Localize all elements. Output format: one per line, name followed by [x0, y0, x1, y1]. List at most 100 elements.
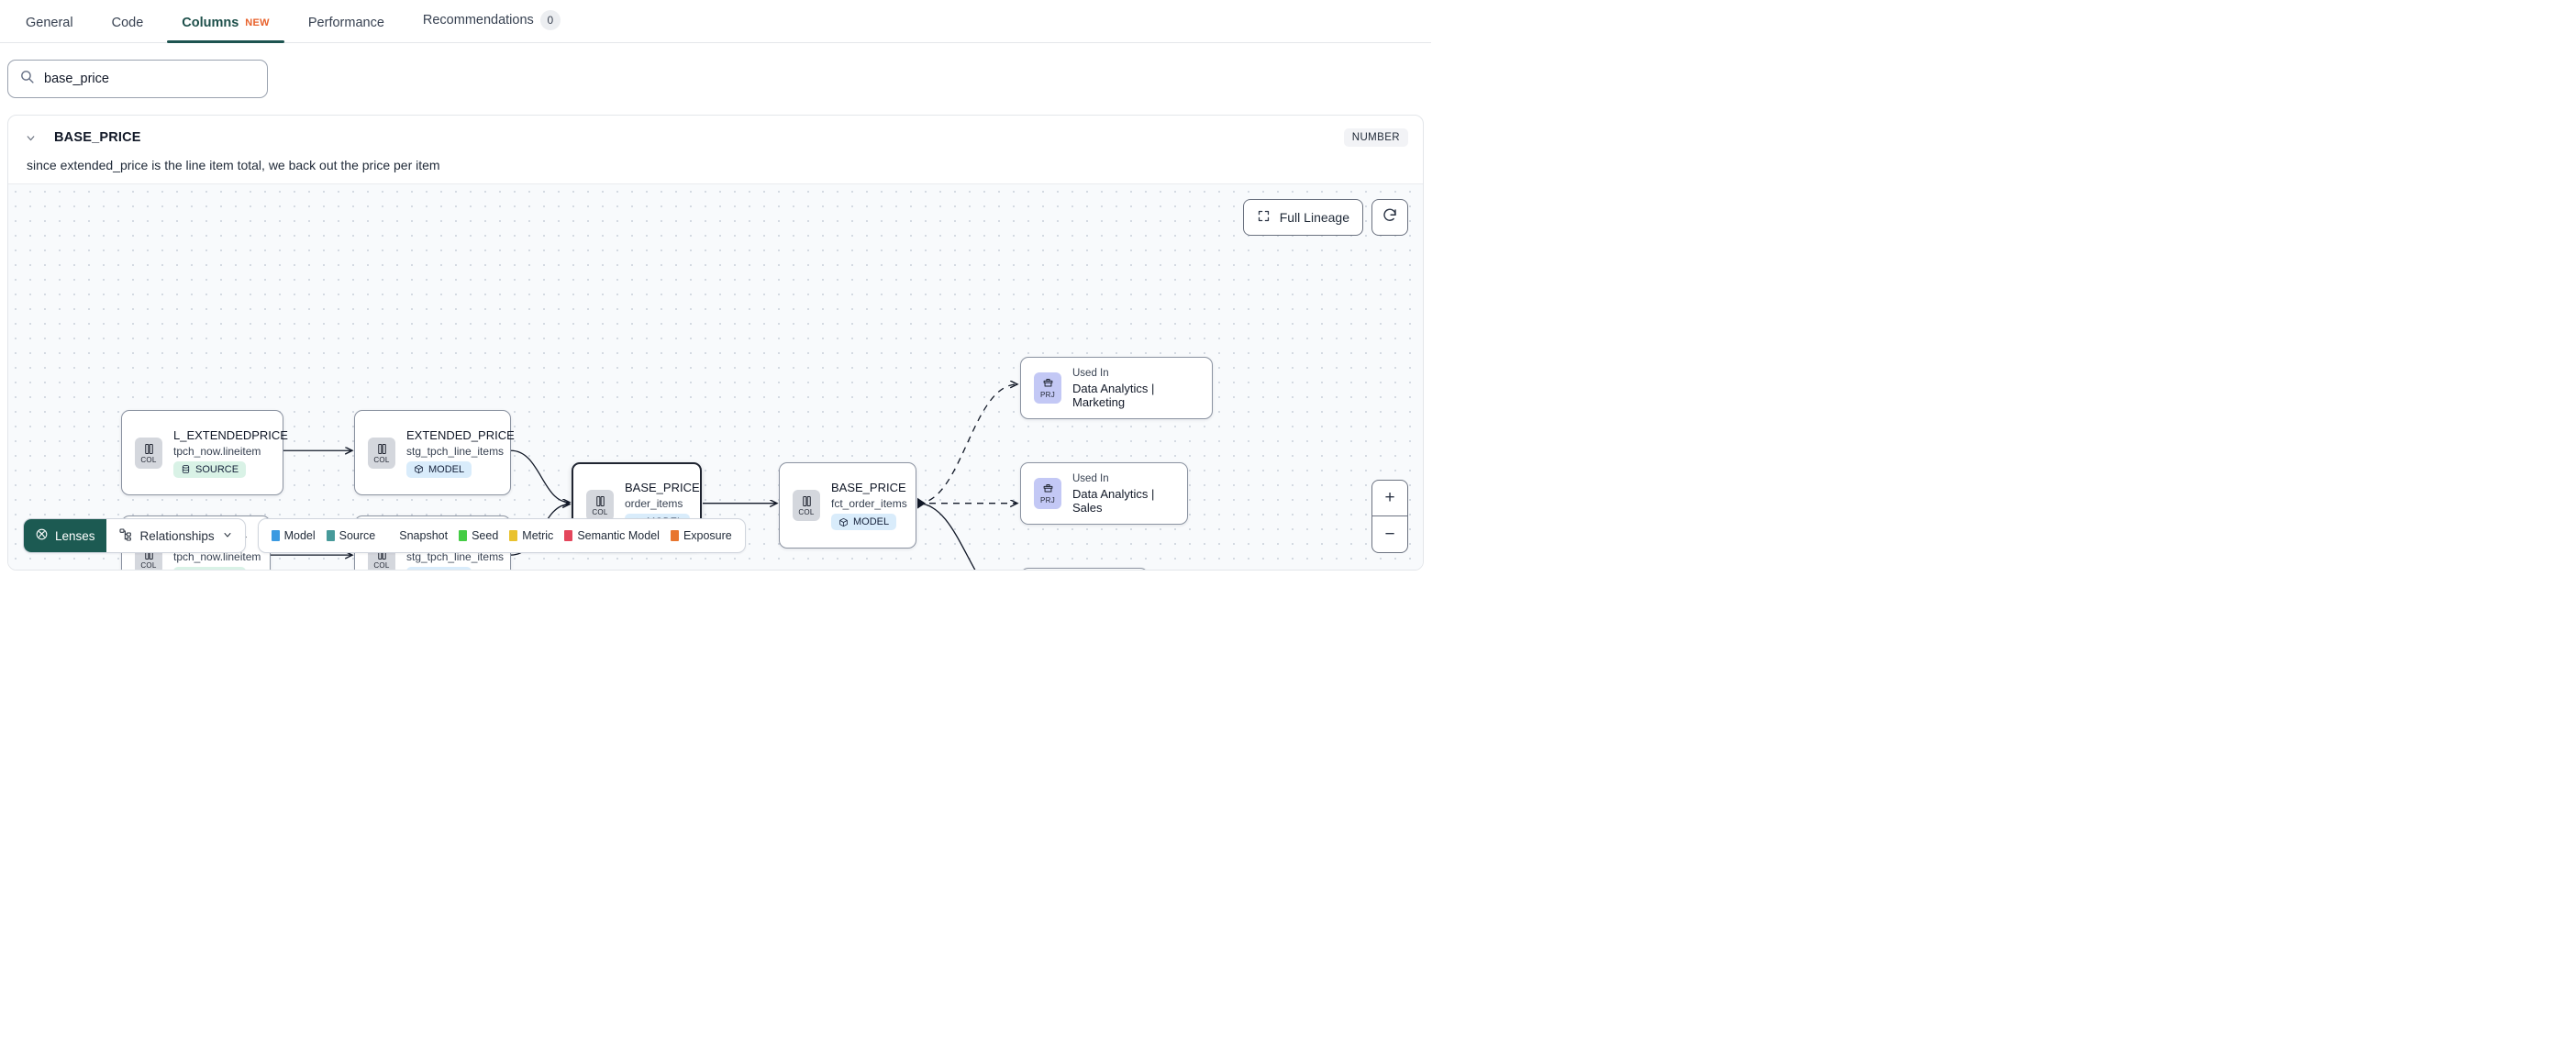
- relationships-label: Relationships: [139, 528, 215, 543]
- lenses-label: Lenses: [55, 528, 95, 543]
- lineage-node-l-extendedprice[interactable]: COL L_EXTENDEDPRICE tpch_now.lineitem SO…: [121, 410, 288, 495]
- column-header: BASE_PRICE NUMBER: [8, 116, 1423, 147]
- node-pill: SOURCE: [173, 566, 247, 571]
- icon-label: COL: [140, 455, 157, 464]
- node-pill-label: SOURCE: [195, 570, 239, 571]
- refresh-button[interactable]: [1371, 199, 1408, 236]
- project-icon: PRJ: [1034, 372, 1061, 404]
- lineage-legend: Model Source Snapshot Seed Metric: [257, 518, 746, 553]
- node-pill-label: MODEL: [428, 463, 465, 475]
- legend-item-seed: Seed: [459, 529, 498, 542]
- column-icon: COL: [586, 490, 614, 521]
- lineage-canvas[interactable]: COL L_EXTENDEDPRICE tpch_now.lineitem SO…: [8, 183, 1423, 570]
- legend-label: Seed: [472, 529, 499, 542]
- column-type-badge: NUMBER: [1343, 128, 1408, 147]
- recommendations-count-badge: 0: [539, 10, 561, 30]
- search-input[interactable]: base_price: [7, 60, 268, 98]
- edge-n6-n7: [916, 384, 1017, 504]
- zoom-controls: + −: [1371, 480, 1408, 553]
- node-sub: tpch_now.lineitem: [173, 444, 261, 458]
- tab-label: Columns: [182, 16, 239, 30]
- node-sub: stg_tpch_line_items: [406, 444, 505, 458]
- lineage-node-base-price-use-variables[interactable]: COL BASE_PRICE use_variables MODEL: [1020, 568, 1149, 570]
- node-pill: SOURCE: [173, 460, 247, 478]
- node-name: EXTENDED_PRICE: [406, 427, 515, 442]
- column-icon: COL: [135, 437, 162, 469]
- lineage-edges: [271, 184, 1423, 570]
- full-lineage-label: Full Lineage: [1279, 210, 1349, 225]
- lens-group: Lenses Relationships: [23, 518, 246, 553]
- legend-swatch: [271, 530, 280, 541]
- icon-label: PRJ: [1039, 496, 1055, 504]
- legend-item-metric: Metric: [509, 529, 553, 542]
- legend-swatch: [386, 530, 394, 541]
- tab-label: Recommendations: [422, 13, 534, 28]
- chevron-down-icon: [222, 529, 233, 543]
- icon-label: COL: [373, 455, 390, 464]
- node-name: BASE_PRICE: [625, 481, 700, 494]
- node-pill-label: MODEL: [853, 516, 890, 527]
- legend-item-semantic-model: Semantic Model: [564, 529, 660, 542]
- node-sub: Data Analytics | Sales: [1072, 486, 1155, 515]
- tab-performance[interactable]: Performance: [308, 16, 384, 42]
- node-sub: fct_order_items: [831, 497, 907, 510]
- edge-n6-n9: [916, 503, 976, 570]
- tab-columns[interactable]: Columns NEW: [167, 16, 284, 43]
- node-sub: order_items: [625, 497, 683, 510]
- relationships-icon: [118, 527, 133, 545]
- node-name: BASE_PRICE: [831, 481, 906, 494]
- lineage-node-base-price-fct-order-items[interactable]: COL BASE_PRICE fct_order_items MODEL: [779, 462, 916, 549]
- legend-swatch: [670, 530, 679, 541]
- lineage-toolbar: Full Lineage: [1242, 199, 1408, 236]
- node-name: Used In: [1072, 367, 1109, 379]
- legend-label: Exposure: [683, 529, 732, 542]
- legend-label: Metric: [522, 529, 554, 542]
- chevron-down-icon[interactable]: [23, 132, 38, 144]
- node-pill-label: SOURCE: [195, 463, 239, 475]
- edge-n3-n5: [510, 449, 570, 502]
- lineage-bottom-bar: Lenses Relationships Model: [23, 518, 746, 553]
- legend-item-source: Source: [326, 529, 376, 542]
- lineage-node-used-in-sales[interactable]: PRJ Used In Data Analytics | Sales: [1020, 462, 1188, 525]
- icon-label: COL: [592, 508, 608, 516]
- zoom-out-button[interactable]: −: [1384, 524, 1395, 544]
- expand-icon: [1257, 209, 1271, 226]
- node-pill-label: MODEL: [428, 570, 464, 571]
- legend-label: Source: [339, 529, 376, 542]
- lenses-button[interactable]: Lenses: [24, 519, 106, 552]
- legend-item-snapshot: Snapshot: [386, 529, 448, 542]
- column-icon: COL: [368, 437, 395, 469]
- tab-general[interactable]: General: [26, 16, 73, 42]
- legend-label: Snapshot: [399, 529, 449, 542]
- lineage-node-extended-price[interactable]: COL EXTENDED_PRICE stg_tpch_line_items M…: [354, 410, 515, 495]
- search-value: base_price: [44, 72, 109, 86]
- column-description: since extended_price is the line item to…: [27, 158, 440, 172]
- node-pill: MODEL: [831, 514, 897, 530]
- tab-bar: General Code Columns NEW Performance Rec…: [0, 0, 1431, 43]
- project-icon: PRJ: [1034, 478, 1061, 509]
- icon-label: COL: [373, 560, 390, 570]
- lineage-node-used-in-marketing[interactable]: PRJ Used In Data Analytics | Marketing: [1020, 357, 1213, 419]
- tab-label: Performance: [307, 16, 384, 30]
- node-sub: stg_tpch_line_items: [406, 549, 505, 563]
- node-pill: MODEL: [406, 460, 472, 478]
- legend-swatch: [509, 530, 518, 541]
- full-lineage-button[interactable]: Full Lineage: [1242, 199, 1363, 236]
- node-sub: Data Analytics | Marketing: [1072, 381, 1155, 409]
- search-icon: [19, 69, 35, 89]
- legend-swatch: [459, 530, 468, 541]
- new-badge: NEW: [245, 17, 270, 28]
- column-icon: COL: [793, 490, 820, 521]
- tab-code[interactable]: Code: [112, 16, 144, 42]
- refresh-icon: [1382, 207, 1398, 228]
- column-detail-panel: BASE_PRICE NUMBER since extended_price i…: [7, 115, 1424, 571]
- relationships-dropdown[interactable]: Relationships: [106, 519, 245, 552]
- node-pill: MODEL: [406, 566, 472, 571]
- node-name: Used In: [1072, 472, 1109, 484]
- legend-item-exposure: Exposure: [670, 529, 732, 542]
- zoom-in-button[interactable]: +: [1372, 481, 1407, 516]
- edge-backarrow: [917, 497, 926, 509]
- tab-label: Code: [111, 16, 144, 30]
- legend-swatch: [326, 530, 335, 541]
- tab-recommendations[interactable]: Recommendations 0: [423, 10, 561, 42]
